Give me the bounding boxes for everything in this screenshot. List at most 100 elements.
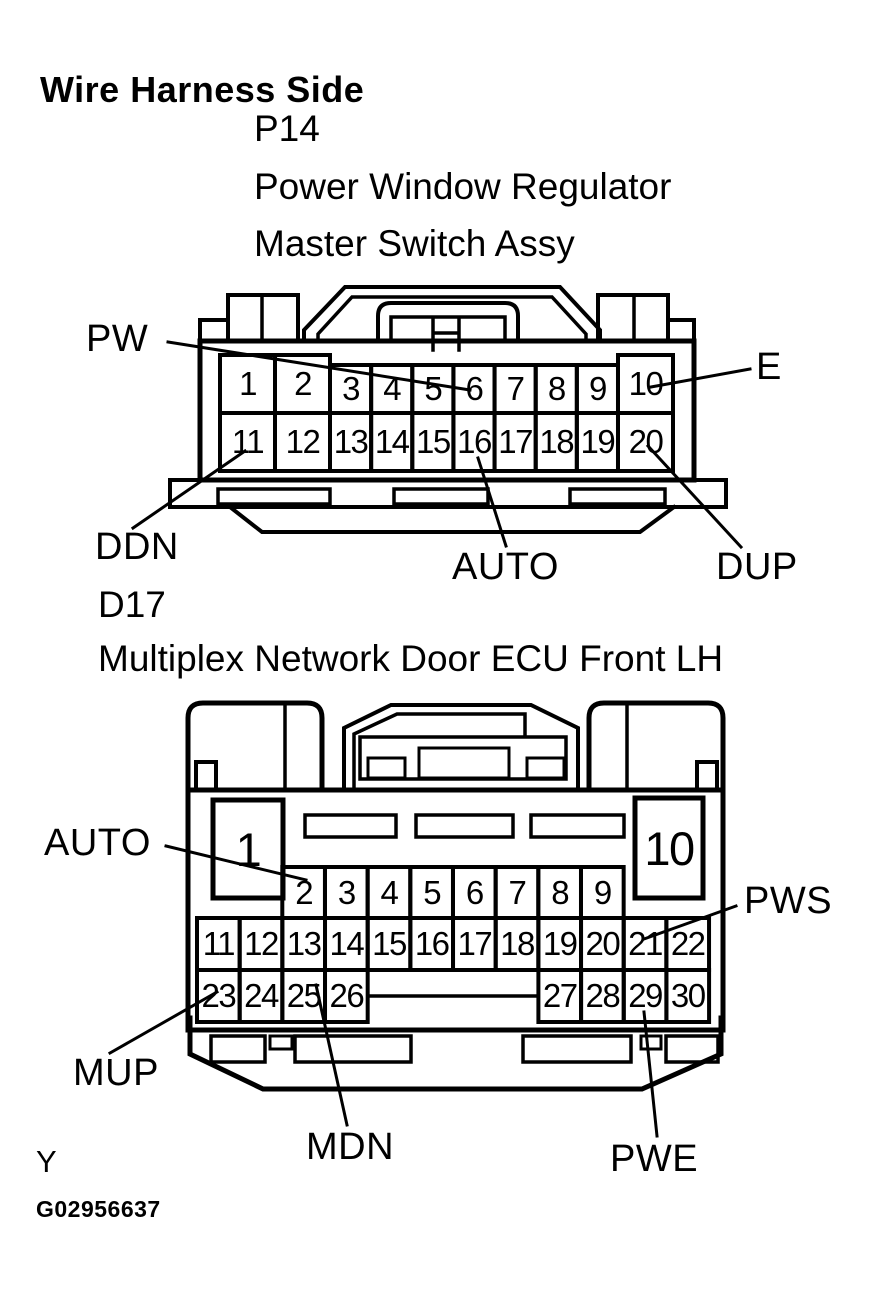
c1-center-outer — [302, 285, 602, 343]
c2-slot-left — [303, 813, 398, 839]
leader-lines — [107, 340, 752, 1138]
c1-pin-number-3: 3 — [342, 370, 360, 407]
c2-pin-number-24: 24 — [244, 977, 279, 1014]
c1-pin-number-6: 6 — [465, 370, 484, 407]
c1-pin-number-14: 14 — [374, 423, 410, 460]
c1-pin-number-17: 17 — [498, 423, 533, 460]
ddn-leader-line — [130, 448, 248, 531]
connector1-name-line2: Master Switch Assy — [254, 223, 575, 264]
c1-pin-number-9: 9 — [588, 370, 607, 407]
c2-pin-number-1: 1 — [235, 822, 262, 876]
c1-pin-number-8: 8 — [547, 370, 566, 407]
c1-label-ddn: DDN — [95, 526, 179, 568]
c2-pin-number-15: 15 — [372, 925, 407, 962]
c2-pin-number-17: 17 — [457, 925, 492, 962]
c1-right-step — [666, 318, 696, 343]
c1-pin-number-16: 16 — [457, 423, 492, 460]
c2-right-tab — [586, 700, 726, 793]
c2-center-slot-mid — [417, 746, 511, 780]
c1-label-auto: AUTO — [452, 546, 559, 588]
c2-pin-cell-26 — [323, 968, 370, 1024]
c2-pin-number-8: 8 — [551, 873, 569, 911]
c2-pin-number-22: 22 — [670, 925, 706, 962]
c2-pin-number-5: 5 — [423, 873, 441, 911]
c2-pin-number-3: 3 — [337, 873, 356, 911]
c1-pin-number-1: 1 — [239, 365, 257, 402]
c1-pin-number-11: 11 — [231, 423, 265, 460]
c1-skirt-bottom — [227, 504, 677, 534]
c1-key-notch — [431, 318, 461, 352]
pw-leader-line — [166, 340, 472, 392]
mup-leader-line — [107, 989, 220, 1056]
c1-center-inner — [316, 295, 588, 343]
pws-leader-line — [642, 904, 738, 941]
c2-pin-number-19: 19 — [542, 925, 578, 962]
c2-pin-cell-10 — [632, 795, 706, 901]
c2-pin-cell-1 — [210, 797, 286, 901]
c2-center-outer — [342, 703, 580, 792]
figure-id: G02956637 — [36, 1196, 161, 1222]
c2-pin-number-6: 6 — [465, 873, 484, 911]
c2-pin-number-27: 27 — [542, 977, 578, 1014]
c2-pin-cell-30 — [664, 968, 712, 1024]
connector1-housing — [168, 285, 728, 534]
c2-center-inner — [352, 712, 527, 792]
c1-pin-number-13: 13 — [333, 423, 369, 460]
c2-pin-number-7: 7 — [508, 873, 527, 911]
pin-cell-grid — [195, 353, 712, 1024]
connector2-housing — [185, 700, 726, 1092]
connector2-name: Multiplex Network Door ECU Front LH — [98, 638, 724, 679]
auto2-leader-line — [164, 844, 308, 882]
c2-pin-number-13: 13 — [286, 925, 322, 962]
pwe-leader-line — [642, 1010, 659, 1138]
c2-pin-number-14: 14 — [329, 925, 364, 962]
c1-label-dup: DUP — [716, 546, 798, 588]
c2-pin-number-4: 4 — [380, 873, 399, 911]
c2-pin-number-23: 23 — [201, 977, 236, 1014]
c1-center-rounded — [376, 301, 520, 343]
c1-label-pw: PW — [86, 318, 149, 360]
c2-pin-number-10: 10 — [644, 821, 695, 875]
c2-pin-number-25: 25 — [286, 977, 322, 1014]
c2-skirt-block-3 — [521, 1034, 633, 1064]
c1-pin-number-4: 4 — [383, 370, 401, 407]
c1-left-step — [198, 318, 230, 343]
c2-pin-number-30: 30 — [670, 977, 706, 1014]
c2-skirt-notch-2 — [639, 1034, 663, 1051]
c1-pin-number-19: 19 — [580, 423, 616, 460]
c2-pin-number-12: 12 — [244, 925, 279, 962]
c1-skirt-slot-left — [216, 487, 332, 506]
c2-pin-number-9: 9 — [593, 873, 612, 911]
c2-pin-number-29: 29 — [628, 977, 663, 1014]
connector2-id: D17 — [98, 584, 166, 625]
c2-pin-number-21: 21 — [628, 925, 663, 962]
c2-skirt-block-2 — [293, 1034, 413, 1064]
c2-label-auto: AUTO — [44, 822, 151, 864]
c2-slot-right — [529, 813, 626, 839]
c1-center-inner-u — [389, 315, 507, 343]
c1-skirt-band — [168, 478, 728, 509]
c2-skirt-block-1 — [209, 1034, 267, 1064]
c2-pin-number-11: 11 — [202, 925, 236, 962]
mdn-leader-line — [314, 983, 349, 1127]
c1-pin-number-15: 15 — [415, 423, 451, 460]
c2-pin-number-20: 20 — [585, 925, 620, 962]
c2-slot-mid — [414, 813, 515, 839]
c2-pin-number-28: 28 — [585, 977, 621, 1014]
c2-label-pwe: PWE — [610, 1138, 699, 1180]
c2-label-mdn: MDN — [306, 1126, 395, 1168]
c1-skirt-slot-right — [568, 487, 667, 506]
connector1-id: P14 — [254, 108, 320, 149]
c1-pin-number-2: 2 — [294, 365, 312, 402]
connector1-name-line1: Power Window Regulator — [254, 166, 672, 207]
c2-center-slot-right — [525, 756, 566, 780]
c1-pin-cell-20 — [616, 411, 675, 473]
c1-pin-number-20: 20 — [628, 423, 664, 460]
e-leader-line — [649, 367, 752, 389]
page-title: Wire Harness Side — [40, 69, 365, 110]
c1-skirt-slot-center — [392, 487, 490, 506]
c2-skirt-notch-1 — [268, 1034, 294, 1051]
c2-pin-number-26: 26 — [329, 977, 364, 1014]
